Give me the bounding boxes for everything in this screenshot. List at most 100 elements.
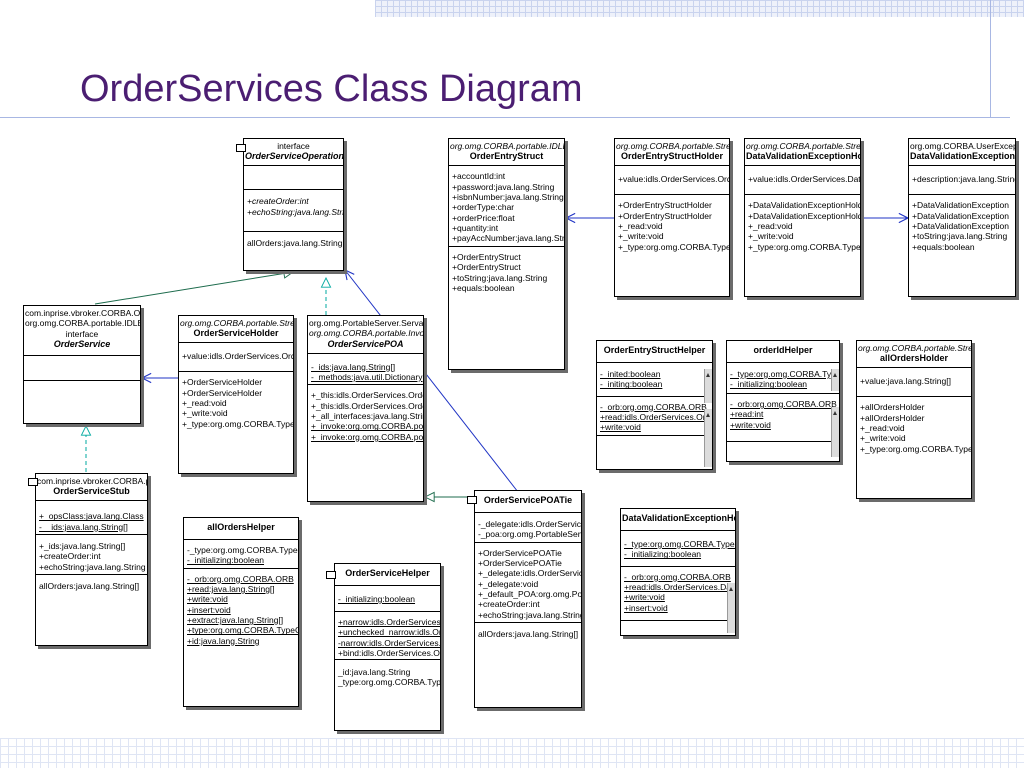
- stereotype: org.omg.CORBA.portable.Streamable: [180, 318, 293, 328]
- class-name: OrderServiceHolder: [193, 328, 279, 339]
- class-header: OrderServicePOATie: [475, 491, 581, 513]
- member-row: +_write:void: [618, 231, 664, 242]
- member-row: +read:int: [730, 409, 764, 420]
- class-order-service-helper[interactable]: OrderServiceHelper -_initializing:boolea…: [334, 563, 441, 731]
- member-row: -_initializing:boolean: [730, 379, 808, 390]
- stereotype: com.inprise.vbroker.CORBA.portable.Objec…: [37, 476, 148, 486]
- link-tie-ops: [345, 270, 519, 493]
- class-all-orders-holder[interactable]: org.omg.CORBA.portable.Streamable allOrd…: [856, 340, 972, 499]
- class-order-service-operations[interactable]: interface OrderServiceOperations +create…: [243, 138, 344, 271]
- operations-section: +_ids:java.lang.String[] +createOrder:in…: [36, 535, 147, 576]
- member-row: +OrderServicePOATie: [478, 547, 562, 558]
- member-row: -_poa:org.omg.PortableServer.POA: [478, 529, 581, 540]
- class-name: OrderService: [53, 339, 111, 350]
- operations-section-2: allOrders:java.lang.String[]: [244, 232, 343, 252]
- member-row: +echoString:java.lang.String: [39, 561, 146, 572]
- class-data-validation-exception-holder[interactable]: org.omg.CORBA.portable.Streamable DataVa…: [744, 138, 861, 297]
- member-row: +value:idls.OrderServices.OrderService: [182, 351, 293, 362]
- operations-section: +allOrdersHolder +allOrdersHolder +_read…: [857, 397, 971, 456]
- member-row: +OrderServiceHolder: [182, 377, 263, 388]
- member-row: +equals:boolean: [452, 282, 515, 293]
- operations-section: +_this:idls.OrderServices.OrderService +…: [308, 385, 423, 444]
- member-row: -_ids:java.lang.String[]: [311, 361, 396, 372]
- member-row: +_read:void: [860, 423, 905, 434]
- class-tab-icon: [467, 496, 477, 504]
- attributes-section: -_delegate:idls.OrderServices.OrderServi…: [475, 513, 581, 543]
- attributes-section: -_initializing:boolean: [335, 586, 440, 612]
- scrollbar[interactable]: [727, 583, 735, 633]
- stereotype: org.omg.CORBA.portable.IDLEntity: [25, 318, 140, 329]
- class-order-service-poa-tie[interactable]: OrderServicePOATie -_delegate:idls.Order…: [474, 490, 582, 708]
- class-tab-icon: [326, 571, 336, 579]
- member-row: +OrderServiceHolder: [182, 387, 263, 398]
- member-row: +DataValidationException: [912, 221, 1009, 232]
- member-row: +_default_POA:org.omg.PortableServer.POA: [478, 589, 582, 600]
- class-name: OrderServiceStub: [53, 486, 130, 497]
- class-order-service[interactable]: com.inprise.vbroker.CORBA.Object org.omg…: [23, 305, 141, 424]
- member-row: +unchecked_narrow:idls.OrderServices.Ord…: [338, 627, 440, 638]
- class-order-service-poa[interactable]: org.omg.PortableServer.Servant org.omg.C…: [307, 315, 424, 502]
- class-order-entry-struct-helper[interactable]: OrderEntryStructHelper -_inited:boolean …: [596, 340, 713, 470]
- class-order-id-helper[interactable]: orderIdHelper -_type:org.omg.CORBA.TypeC…: [726, 340, 840, 462]
- stereotype: org.omg.CORBA.UserException: [910, 141, 1015, 151]
- attributes-section: -_type:org.omg.CORBA.TypeCode -_initiali…: [727, 363, 839, 394]
- operations-section: [24, 381, 140, 397]
- class-header: OrderServiceHelper: [335, 564, 440, 586]
- operations-section: +OrderServicePOATie +OrderServicePOATie …: [475, 543, 581, 624]
- scrollbar[interactable]: [704, 369, 712, 403]
- member-row: +value:idls.OrderServices.OrderEntryStru…: [618, 174, 729, 185]
- attributes-section: [24, 356, 140, 382]
- operations-section: +createOrder:int +echoString:java.lang.S…: [244, 190, 344, 233]
- class-name: allOrdersHolder: [879, 353, 949, 364]
- class-order-service-stub[interactable]: com.inprise.vbroker.CORBA.portable.Objec…: [35, 473, 148, 646]
- member-row: +_type:org.omg.CORBA.TypeCode: [748, 241, 861, 252]
- operations-section: +DataValidationException +DataValidation…: [909, 195, 1015, 254]
- member-row: +extract:java.lang.String[]: [187, 615, 284, 626]
- stereotype: com.inprise.vbroker.CORBA.Object: [25, 308, 141, 318]
- member-row: +value:java.lang.String[]: [860, 376, 951, 387]
- member-row: +write:void: [187, 594, 228, 605]
- member-row: +_write:void: [182, 408, 228, 419]
- operations-section: +DataValidationExceptionHolder +DataVali…: [745, 195, 860, 254]
- member-row: -_type:org.omg.CORBA.TypeCode: [187, 544, 298, 555]
- class-header: org.omg.PortableServer.Servant org.omg.C…: [308, 316, 423, 354]
- member-row: +createOrder:int: [39, 551, 101, 562]
- member-row: +password:java.lang.String: [452, 181, 555, 192]
- class-order-service-holder[interactable]: org.omg.CORBA.portable.Streamable OrderS…: [178, 315, 294, 474]
- member-row: +_invoke:org.omg.CORBA.portable.OutputSt…: [311, 431, 424, 442]
- member-row: +read:idls.OrderServices.OrderEntryStruc…: [600, 412, 712, 423]
- member-row: +DataValidationException: [912, 200, 1009, 211]
- member-row: +description:java.lang.String: [912, 174, 1016, 185]
- member-row: +OrderEntryStruct: [452, 251, 521, 262]
- scrollbar[interactable]: [831, 369, 839, 391]
- stereotype: org.omg.CORBA.portable.InvokeHandler: [309, 328, 424, 339]
- class-header: OrderEntryStructHelper: [597, 341, 712, 363]
- class-header: com.inprise.vbroker.CORBA.portable.Objec…: [36, 474, 148, 502]
- scrollbar[interactable]: [704, 409, 712, 467]
- member-row: -_initializing:boolean: [624, 549, 702, 560]
- stereotype: org.omg.PortableServer.Servant: [309, 318, 424, 328]
- class-name: OrderServicePOA: [327, 338, 404, 349]
- member-row: +echoString:java.lang.String: [247, 206, 344, 217]
- member-row: -_orb:org.omg.CORBA.ORB: [187, 573, 294, 584]
- member-row: +toString:java.lang.String: [452, 272, 548, 283]
- member-row: +allOrdersHolder: [860, 412, 925, 423]
- member-row: -_initializing:boolean: [338, 593, 416, 604]
- class-order-entry-struct[interactable]: org.omg.CORBA.portable.IDLEntity OrderEn…: [448, 138, 565, 370]
- class-name: OrderEntryStruct: [469, 151, 544, 162]
- stereotype: org.omg.CORBA.portable.Streamable: [746, 141, 861, 151]
- member-row: +_ids:java.lang.String[]: [39, 541, 126, 552]
- operations-section-2: _id:java.lang.String _type:org.omg.CORBA…: [335, 660, 440, 690]
- class-name: OrderServicePOATie: [483, 495, 573, 505]
- decorative-grid-top: [375, 0, 1024, 17]
- class-data-validation-exception[interactable]: org.omg.CORBA.UserException DataValidati…: [908, 138, 1016, 297]
- class-all-orders-helper[interactable]: allOrdersHelper -_type:org.omg.CORBA.Typ…: [183, 517, 299, 707]
- class-header: org.omg.CORBA.portable.IDLEntity OrderEn…: [449, 139, 564, 167]
- scrollbar[interactable]: [831, 407, 839, 457]
- attributes-section: -_ids:java.lang.String[] -_methods:java.…: [308, 354, 423, 386]
- operations-section: +OrderEntryStructHolder +OrderEntryStruc…: [615, 195, 729, 254]
- class-order-entry-struct-holder[interactable]: org.omg.CORBA.portable.Streamable OrderE…: [614, 138, 730, 297]
- class-tab-icon: [28, 478, 38, 486]
- class-data-validation-exception-helper[interactable]: DataValidationExceptionHelper -_type:org…: [620, 508, 736, 636]
- stereotype: interface: [277, 141, 310, 151]
